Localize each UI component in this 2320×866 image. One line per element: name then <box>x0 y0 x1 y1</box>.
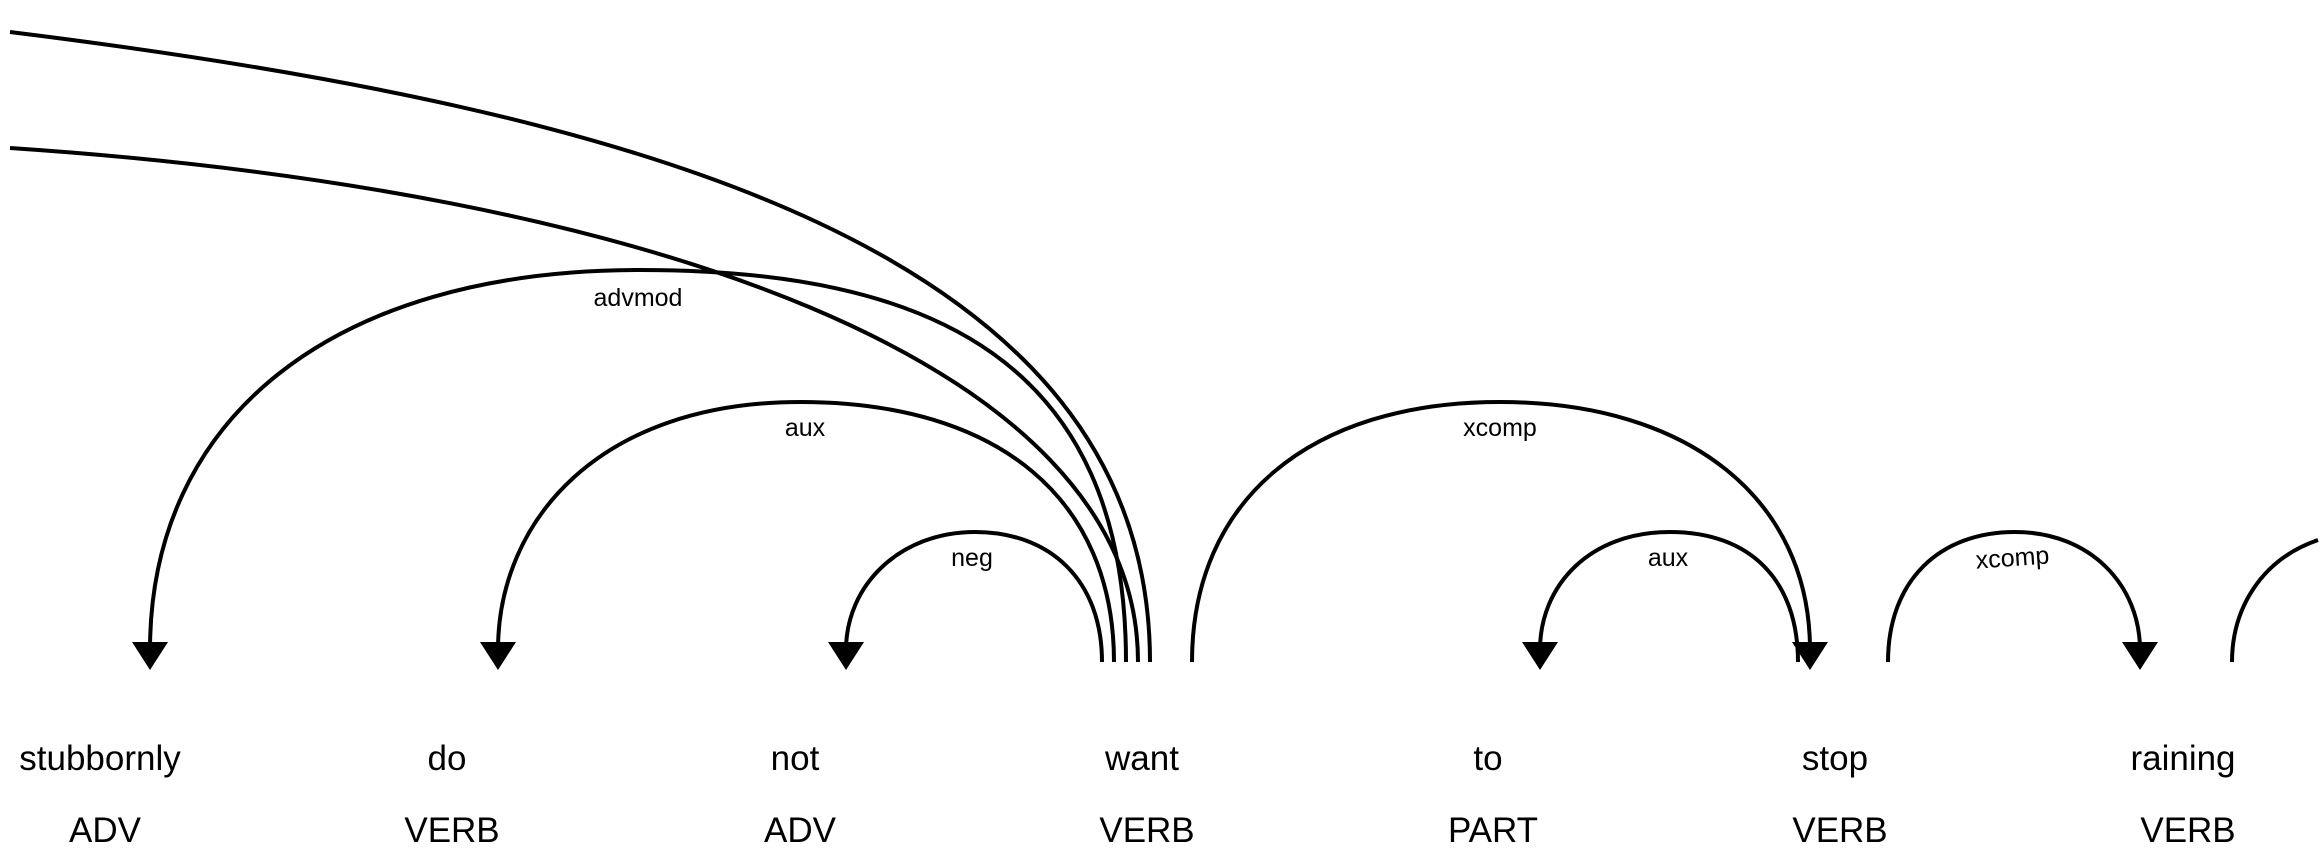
arrowhead <box>828 642 864 670</box>
token-tag: VERB <box>1099 811 1194 850</box>
token-tag: VERB <box>2140 811 2235 850</box>
arc-label-xcomp: xcomp <box>1975 541 2050 574</box>
token-tag: ADV <box>69 811 142 850</box>
token-word: do <box>428 739 467 778</box>
arc-label-neg: neg <box>951 544 993 572</box>
token-word: stop <box>1802 739 1868 778</box>
arc-xcomp-stop: xcomp <box>1190 399 1828 670</box>
offscreen-arc-1 <box>9 30 1152 663</box>
arc-advmod: advmod <box>132 267 1128 670</box>
token-tag: VERB <box>404 811 499 850</box>
arc-label-aux: aux <box>785 414 826 442</box>
offscreen-arc-3 <box>2230 538 2319 663</box>
token-tag: PART <box>1448 811 1538 850</box>
arc-label-advmod: advmod <box>594 284 683 312</box>
offscreen-arcs <box>9 30 2319 663</box>
arrowhead <box>132 642 168 670</box>
offscreen-arc-2 <box>9 146 1140 663</box>
arrowhead <box>1522 642 1558 670</box>
token-word: to <box>1473 739 1502 778</box>
arrowhead <box>1792 642 1828 670</box>
arc-aux-do: aux <box>480 399 1116 670</box>
arc-xcomp-raining: xcomp <box>1886 529 2158 670</box>
token-tag: ADV <box>764 811 837 850</box>
arrowhead <box>2122 642 2158 670</box>
arc-aux-to: aux <box>1522 529 1800 670</box>
token-word: not <box>771 739 820 778</box>
arc-neg: neg <box>828 529 1104 670</box>
token-word: stubbornly <box>19 739 181 778</box>
arc-label-xcomp: xcomp <box>1463 414 1537 442</box>
token-word: raining <box>2130 739 2235 778</box>
token-word: want <box>1104 739 1179 778</box>
arrowhead <box>480 642 516 670</box>
token-tag: VERB <box>1792 811 1887 850</box>
token-row: stubbornly ADV do VERB not ADV want VERB… <box>19 739 2235 850</box>
arc-label-aux: aux <box>1648 544 1689 572</box>
